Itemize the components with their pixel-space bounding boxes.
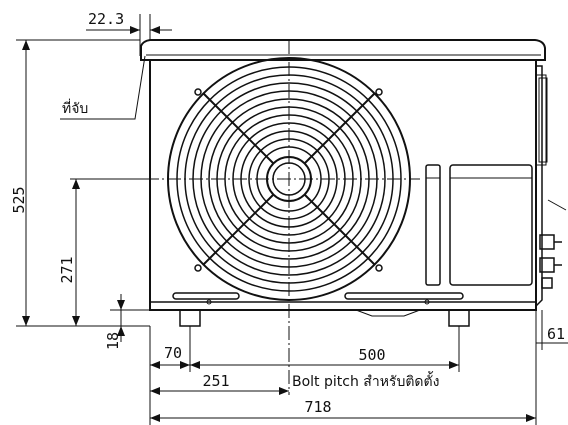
cabinet: [140, 39, 548, 311]
dim-height-total: 525: [10, 186, 28, 213]
base-slots: [172, 292, 464, 305]
fan-spoke-nw: [202, 92, 274, 164]
valve-leader: [547, 199, 567, 211]
cabinet-side-outline: [535, 65, 543, 307]
foot-left: [179, 309, 201, 327]
dim-bolt-pitch: 500: [358, 346, 385, 364]
dimension-arrows: [22, 26, 536, 422]
side-panel-inner: [538, 77, 548, 163]
bolt-pitch-note: Bolt pitch สำหรับติดตั้ง: [292, 371, 439, 390]
base-slot-right: [344, 292, 464, 300]
screw-icon: [375, 88, 383, 96]
screw-icon: [194, 264, 202, 272]
fan-spoke-sw: [202, 194, 274, 266]
base-slot-left: [172, 292, 240, 300]
dimension-lines: [16, 14, 568, 425]
service-valves: [539, 199, 567, 289]
grille-slot-left: [425, 164, 441, 286]
grille-slot-right: [449, 164, 533, 286]
dim-foot-left-offset: 70: [164, 344, 182, 362]
side-panel-window: [535, 74, 547, 166]
handle-label: ที่จับ: [62, 99, 88, 117]
valve-body: [541, 277, 553, 289]
dim-center-from-left: 251: [202, 372, 229, 390]
fan-spoke-ne: [304, 92, 376, 164]
fan-spoke-se: [304, 194, 376, 266]
screw-icon: [194, 88, 202, 96]
side-grille: [425, 164, 533, 286]
screw-icon: [206, 299, 212, 305]
base-skirt: [355, 309, 421, 317]
center-lines: [145, 40, 420, 395]
dim-width-total: 718: [304, 398, 331, 416]
dim-handle-offset: 22.3: [88, 10, 124, 28]
screw-icon: [375, 264, 383, 272]
cabinet-top-lid: [140, 39, 546, 61]
dim-foot-height: 18: [104, 332, 122, 350]
dim-side-depth: 61: [547, 325, 565, 343]
screw-icon: [424, 299, 430, 305]
cabinet-front-panel: [149, 59, 537, 311]
mounting-feet: [179, 309, 470, 327]
dim-height-center: 271: [58, 256, 76, 283]
foot-right: [448, 309, 470, 327]
